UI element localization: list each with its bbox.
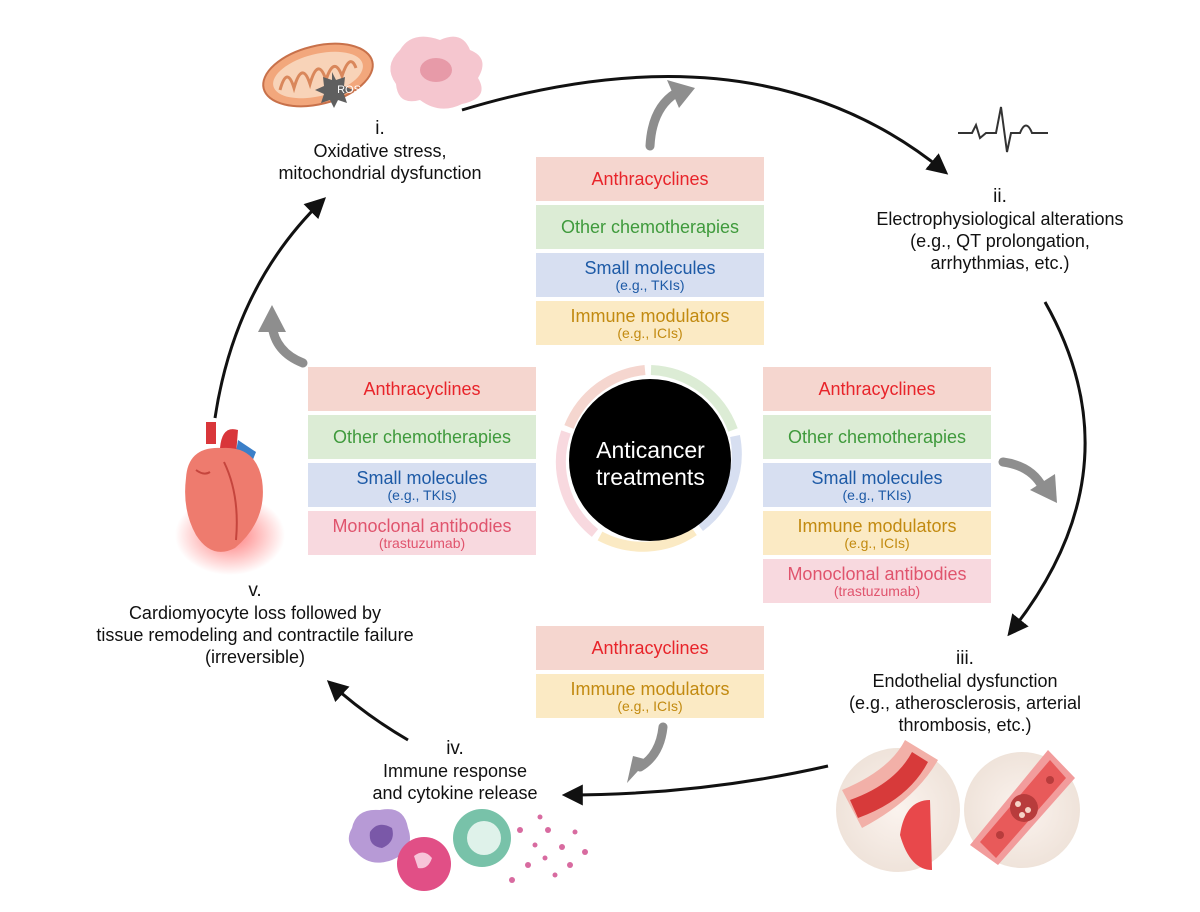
stage-ii-line1: Electrophysiological alterations	[876, 209, 1124, 229]
drug-name: Other chemotherapies	[787, 427, 967, 447]
drug-example: (e.g., TKIs)	[387, 486, 457, 503]
center-ring	[555, 365, 742, 552]
stage-v-label: v. Cardiomyocyte loss followed by tissue…	[60, 580, 450, 668]
drug-box-anthracyclines: Anthracyclines	[536, 626, 764, 670]
drug-box-monoclonal-antibodies: Monoclonal antibodies (trastuzumab)	[308, 511, 536, 555]
drug-name: Monoclonal antibodies	[787, 563, 967, 584]
drug-box-other-chemotherapies: Other chemotherapies	[308, 415, 536, 459]
drug-example: (e.g., ICIs)	[617, 324, 683, 341]
drug-box-monoclonal-antibodies: Monoclonal antibodies (trastuzumab)	[763, 559, 991, 603]
drug-name: Anthracyclines	[591, 638, 709, 658]
drug-example: (e.g., ICIs)	[844, 534, 910, 551]
drug-example: (e.g., ICIs)	[617, 697, 683, 714]
stage-iii-line1: Endothelial dysfunction	[872, 671, 1058, 691]
drug-name: Anthracyclines	[818, 379, 936, 399]
drug-box-anthracyclines: Anthracyclines	[308, 367, 536, 411]
stage-v-line3: (irreversible)	[204, 647, 305, 667]
drug-name: Anthracyclines	[363, 379, 481, 399]
stage-iii-line2: (e.g., atherosclerosis, arterial	[848, 693, 1082, 713]
stage-iv-number: iv.	[446, 738, 464, 759]
drug-group-bottom: Anthracyclines Immune modulators (e.g., …	[536, 626, 764, 722]
drug-group-right: Anthracyclines Other chemotherapies Smal…	[763, 367, 991, 607]
drug-name: Immune modulators	[570, 678, 730, 699]
cycle-arrow-ii-to-iii	[1007, 301, 1087, 637]
drug-group-left: Anthracyclines Other chemotherapies Smal…	[308, 367, 536, 559]
stage-ii-number: ii.	[993, 186, 1007, 207]
drug-name: Monoclonal antibodies	[332, 515, 512, 536]
drug-box-small-molecules: Small molecules (e.g., TKIs)	[308, 463, 536, 507]
influence-arrow-bottom	[627, 722, 668, 783]
heart-icon	[175, 422, 285, 575]
center-circle	[569, 379, 731, 541]
ros-label: ROS	[337, 84, 361, 96]
influence-arrow-left	[258, 305, 308, 368]
ecg-trace-icon	[958, 106, 1048, 153]
drug-example: (trastuzumab)	[378, 534, 466, 551]
drug-example: (trastuzumab)	[833, 582, 921, 599]
influence-arrow-right	[998, 457, 1057, 503]
drug-box-anthracyclines: Anthracyclines	[763, 367, 991, 411]
stage-iii-number: iii.	[956, 648, 974, 669]
drug-name: Other chemotherapies	[560, 217, 740, 237]
stage-iii-label: iii. Endothelial dysfunction (e.g., athe…	[815, 648, 1115, 736]
stage-i-number: i.	[375, 118, 385, 139]
drug-box-immune-modulators: Immune modulators (e.g., ICIs)	[763, 511, 991, 555]
stage-iv-label: iv. Immune response and cytokine release	[340, 738, 570, 804]
drug-name: Small molecules	[811, 467, 943, 488]
stage-iv-line1: Immune response	[382, 761, 528, 781]
drug-box-immune-modulators: Immune modulators (e.g., ICIs)	[536, 674, 764, 718]
drug-box-other-chemotherapies: Other chemotherapies	[763, 415, 991, 459]
thrombosed-vessel-icon	[964, 750, 1080, 868]
stage-i-line2: mitochondrial dysfunction	[278, 163, 482, 183]
cardiomyocyte-icon	[390, 36, 483, 109]
cycle-arrow-iv-to-v	[326, 680, 409, 742]
stage-ii-line3: arrhythmias, etc.)	[930, 253, 1070, 273]
cytokines-icon	[509, 814, 588, 883]
center-label: Anticancer treatments	[563, 437, 738, 491]
stage-ii-line2: (e.g., QT prolongation,	[910, 231, 1090, 251]
stage-v-line1: Cardiomyocyte loss followed by	[128, 603, 382, 623]
drug-name: Immune modulators	[570, 305, 730, 326]
immune-cells-icon	[348, 809, 511, 891]
drug-example: (e.g., TKIs)	[615, 276, 685, 293]
influence-arrow-top	[645, 80, 695, 151]
stage-v-number: v.	[248, 580, 262, 601]
center-label-line2: treatments	[596, 464, 705, 490]
stage-iv-line2: and cytokine release	[372, 783, 538, 803]
drug-box-other-chemotherapies: Other chemotherapies	[536, 205, 764, 249]
cycle-arrow-v-to-i	[213, 197, 327, 419]
stage-iii-line3: thrombosis, etc.)	[898, 715, 1032, 735]
cycle-arrow-iii-to-iv	[561, 764, 829, 806]
drug-name: Small molecules	[584, 257, 716, 278]
cycle-arrow-i-to-ii	[461, 75, 949, 175]
stage-i-line1: Oxidative stress,	[313, 141, 447, 161]
mitochondrion-icon	[262, 42, 374, 108]
drug-group-top: Anthracyclines Other chemotherapies Smal…	[536, 157, 764, 349]
stage-v-line2: tissue remodeling and contractile failur…	[96, 625, 414, 645]
drug-box-small-molecules: Small molecules (e.g., TKIs)	[763, 463, 991, 507]
drug-box-small-molecules: Small molecules (e.g., TKIs)	[536, 253, 764, 297]
drug-box-anthracyclines: Anthracyclines	[536, 157, 764, 201]
drug-name: Other chemotherapies	[332, 427, 512, 447]
atherosclerotic-artery-icon	[836, 740, 960, 872]
drug-name: Immune modulators	[797, 515, 957, 536]
center-label-line1: Anticancer	[596, 437, 705, 463]
drug-name: Anthracyclines	[591, 169, 709, 189]
drug-name: Small molecules	[356, 467, 488, 488]
drug-example: (e.g., TKIs)	[842, 486, 912, 503]
stage-ii-label: ii. Electrophysiological alterations (e.…	[850, 186, 1150, 274]
drug-box-immune-modulators: Immune modulators (e.g., ICIs)	[536, 301, 764, 345]
stage-i-label: i. Oxidative stress, mitochondrial dysfu…	[250, 118, 510, 184]
